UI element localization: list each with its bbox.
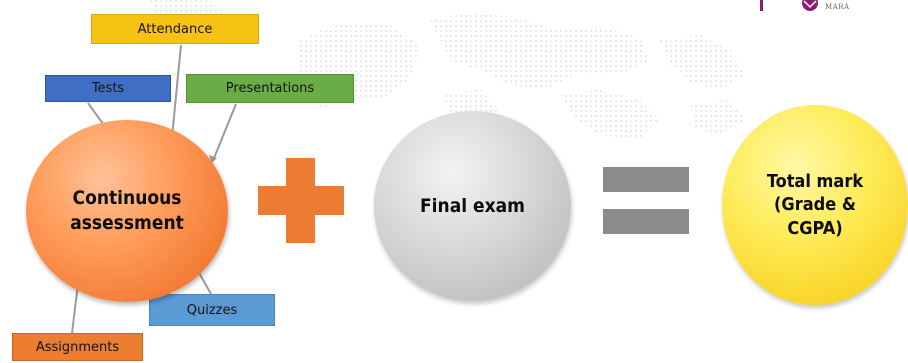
university-logo: MARA — [752, 0, 908, 22]
plus-icon-bar — [258, 186, 344, 215]
logo-mark-icon — [760, 0, 818, 11]
total-mark-circle: Total mark (Grade & CGPA) — [722, 105, 908, 305]
final-exam-text: Final exam — [419, 194, 525, 217]
presentations-label: Presentations — [186, 74, 354, 103]
assignments-label: Assignments — [12, 333, 143, 361]
equals-icon — [603, 167, 689, 192]
total-mark-text: Total mark (Grade & CGPA) — [766, 170, 864, 239]
continuous-assessment-circle: Continuous assessment — [26, 120, 228, 302]
continuous-assessment-text: Continuous assessment — [70, 187, 184, 234]
quizzes-label: Quizzes — [149, 294, 275, 326]
attendance-label: Attendance — [91, 14, 259, 44]
tests-label: Tests — [45, 75, 171, 102]
final-exam-circle: Final exam — [374, 111, 571, 301]
equals-icon-bar — [603, 209, 689, 234]
logo-text: MARA — [825, 3, 850, 11]
